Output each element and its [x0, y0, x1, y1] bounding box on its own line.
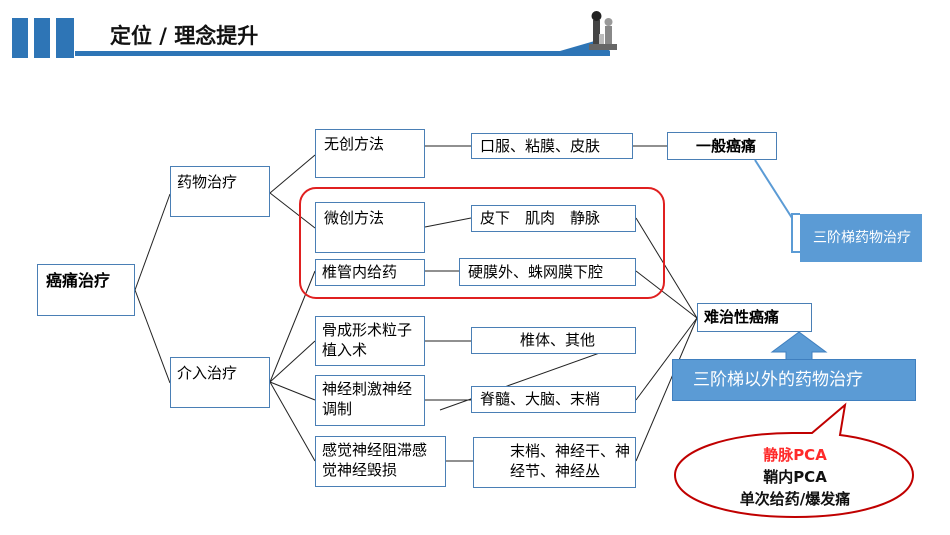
route-neurostimulation: 脊髓、大脑、末梢 [471, 386, 636, 413]
outcome-refractory-pain-label: 难治性癌痛 [704, 308, 779, 326]
method-intraspinal: 椎管内给药 [315, 259, 425, 286]
method-minimally-invasive-label: 微创方法 [324, 209, 384, 227]
route-cementoplasty-label: 椎体、其他 [520, 331, 595, 349]
branch-drug-label: 药物治疗 [177, 173, 237, 191]
beyond-three-step-box: 三阶梯以外的药物治疗 [672, 359, 916, 401]
callout-intrathecal-pca: 鞘内PCA [690, 466, 900, 488]
method-neuroblock-label: 感觉神经阻滞感觉神经毁损 [322, 441, 427, 479]
method-noninvasive: 无创方法 [315, 129, 425, 178]
callout-breakthrough: 单次给药/爆发痛 [690, 488, 900, 510]
method-neurostimulation: 神经刺激神经调制 [315, 375, 425, 426]
method-cementoplasty-label: 骨成形术粒子植入术 [322, 321, 412, 359]
branch-interventional: 介入治疗 [170, 357, 270, 408]
route-neuroblock-label: 末梢、神经干、神经节、神经丛 [510, 442, 630, 480]
three-step-therapy-label: 三阶梯药物治疗 [813, 230, 911, 246]
route-minimally-invasive: 皮下 肌肉 静脉 [471, 205, 636, 232]
outcome-refractory-pain: 难治性癌痛 [697, 303, 812, 332]
method-intraspinal-label: 椎管内给药 [322, 263, 397, 281]
root-node: 癌痛治疗 [37, 264, 135, 316]
route-minimally-invasive-label: 皮下 肌肉 静脉 [480, 209, 600, 227]
route-noninvasive: 口服、粘膜、皮肤 [471, 133, 633, 159]
branch-drug: 药物治疗 [170, 166, 270, 217]
route-noninvasive-label: 口服、粘膜、皮肤 [480, 137, 600, 155]
route-neuroblock: 末梢、神经干、神经节、神经丛 [473, 437, 636, 488]
route-cementoplasty: 椎体、其他 [471, 327, 636, 354]
outcome-general-pain-label: 一般癌痛 [696, 137, 756, 155]
callout-iv-pca: 静脉PCA [690, 444, 900, 466]
outcome-general-pain: 一般癌痛 [667, 132, 777, 160]
root-label: 癌痛治疗 [46, 271, 110, 290]
branch-interventional-label: 介入治疗 [177, 364, 237, 382]
callout-text: 静脉PCA 鞘内PCA 单次给药/爆发痛 [690, 444, 900, 510]
three-step-therapy-box: 三阶梯药物治疗 [800, 214, 922, 262]
method-noninvasive-label: 无创方法 [324, 135, 384, 153]
route-intraspinal-label: 硬膜外、蛛网膜下腔 [468, 263, 603, 281]
method-neuroblock: 感觉神经阻滞感觉神经毁损 [315, 436, 446, 487]
method-neurostimulation-label: 神经刺激神经调制 [322, 380, 412, 418]
route-neurostimulation-label: 脊髓、大脑、末梢 [480, 390, 600, 408]
method-minimally-invasive: 微创方法 [315, 202, 425, 253]
method-cementoplasty: 骨成形术粒子植入术 [315, 316, 425, 366]
route-intraspinal: 硬膜外、蛛网膜下腔 [459, 258, 636, 286]
beyond-three-step-label: 三阶梯以外的药物治疗 [693, 370, 863, 390]
